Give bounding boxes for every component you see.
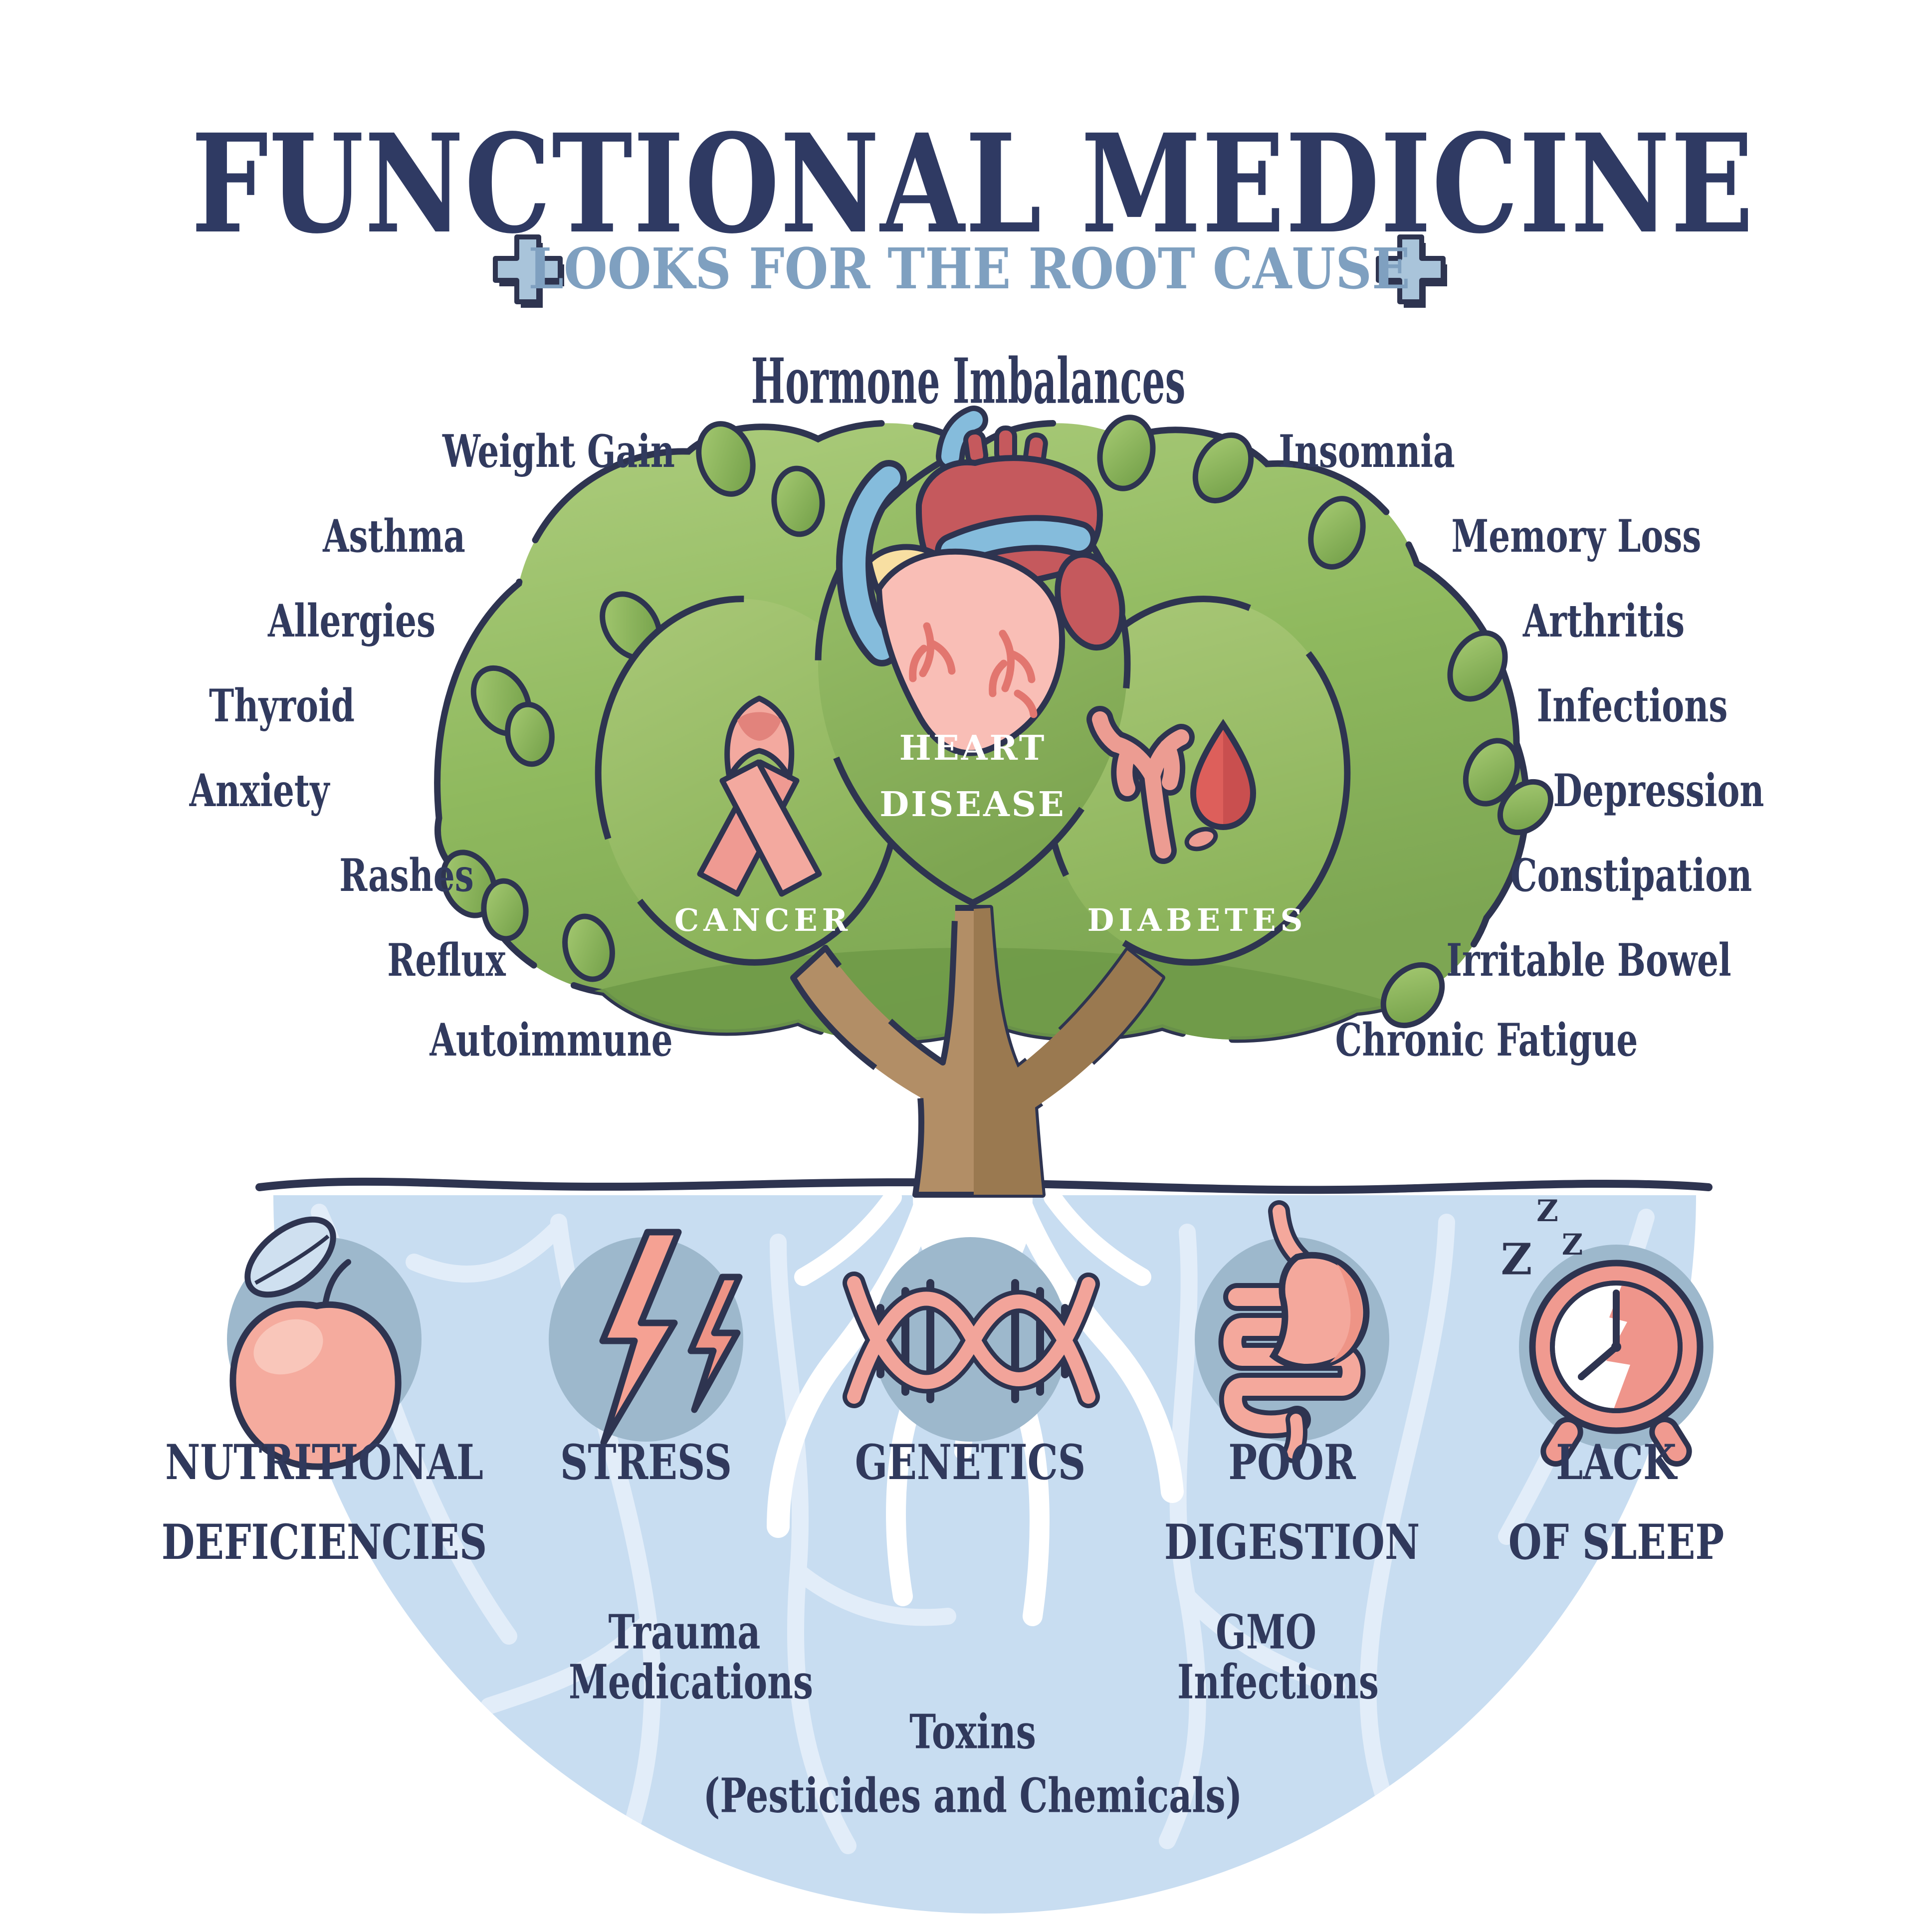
symptom-label: Autoimmune [429, 1014, 673, 1067]
disease-label-heart-line1: HEART [899, 728, 1047, 768]
dna-icon [843, 1272, 1100, 1408]
faint-roots [311, 1204, 1655, 1854]
underground-factor-label: Infections [1177, 1654, 1379, 1710]
symptom-label: Rashes [339, 849, 474, 902]
underground-factor-label: Trauma [608, 1604, 761, 1660]
root-cause-label: DEFICIENCIES [161, 1514, 487, 1570]
zzz-icon: Z [1501, 1234, 1532, 1285]
blood-drop-icon [1190, 719, 1257, 831]
alarm-clock-icon [1529, 1260, 1704, 1467]
plus-icon [1376, 234, 1447, 308]
symptom-label: Weight Gain [442, 425, 675, 478]
symptom-label: Arthritis [1522, 595, 1685, 647]
apple-icon [229, 1216, 402, 1470]
root-cause-label: DIGESTION [1164, 1514, 1420, 1570]
heart-icon [836, 406, 1125, 756]
plus-icon [493, 234, 564, 308]
underground-factor-label: Toxins [909, 1704, 1036, 1760]
disease-label-cancer: CANCER [674, 902, 853, 938]
symptom-label: Insomnia [1279, 425, 1455, 478]
root-cause-label: NUTRITIONAL [165, 1434, 483, 1491]
disease-label-heart-line2: DISEASE [879, 785, 1066, 825]
page-title: FUNCTIONAL MEDICINE [191, 105, 1754, 264]
symptom-label: Infections [1536, 679, 1728, 732]
symptom-label: Irritable Bowel [1446, 934, 1731, 987]
underground-factor-label: GMO [1216, 1604, 1316, 1660]
symptom-label: Reflux [387, 934, 506, 987]
digestion-icon [1218, 1200, 1370, 1463]
symptom-label: Asthma [323, 510, 465, 563]
symptom-label: Constipation [1510, 849, 1752, 902]
underground-factor-label: (Pesticides and Chemicals) [703, 1768, 1243, 1824]
symptom-label: Allergies [268, 595, 435, 647]
heart-vessels [909, 622, 1038, 718]
root-cause-label: OF SLEEP [1508, 1514, 1724, 1570]
root-cause-label: GENETICS [855, 1434, 1086, 1491]
zzz-icon: Z [1536, 1194, 1558, 1229]
lightning-icon [599, 1229, 743, 1446]
disease-label-diabetes: DIABETES [1087, 902, 1307, 938]
symptom-label-top: Hormone Imbalances [751, 345, 1186, 418]
page-subtitle: LOOKS FOR THE ROOT CAUSE [528, 236, 1410, 302]
symptom-label: Depression [1553, 764, 1764, 817]
leaves [440, 415, 1554, 1029]
root-cause-label: LACK [1556, 1434, 1677, 1491]
symptom-label: Chronic Fatigue [1335, 1014, 1638, 1067]
symptom-label: Thyroid [209, 679, 355, 732]
root-cause-label: STRESS [560, 1434, 732, 1491]
underground-factor-label: Medications [568, 1654, 814, 1710]
root-cause-label: POOR [1228, 1434, 1356, 1491]
tree-trunk [790, 905, 1165, 1198]
zzz-icon: Z [1561, 1228, 1583, 1262]
symptom-label: Memory Loss [1451, 510, 1702, 563]
cancer-ribbon-icon [697, 695, 822, 897]
symptom-label: Anxiety [189, 764, 330, 817]
diabetes-vessel-icon [1086, 706, 1218, 864]
